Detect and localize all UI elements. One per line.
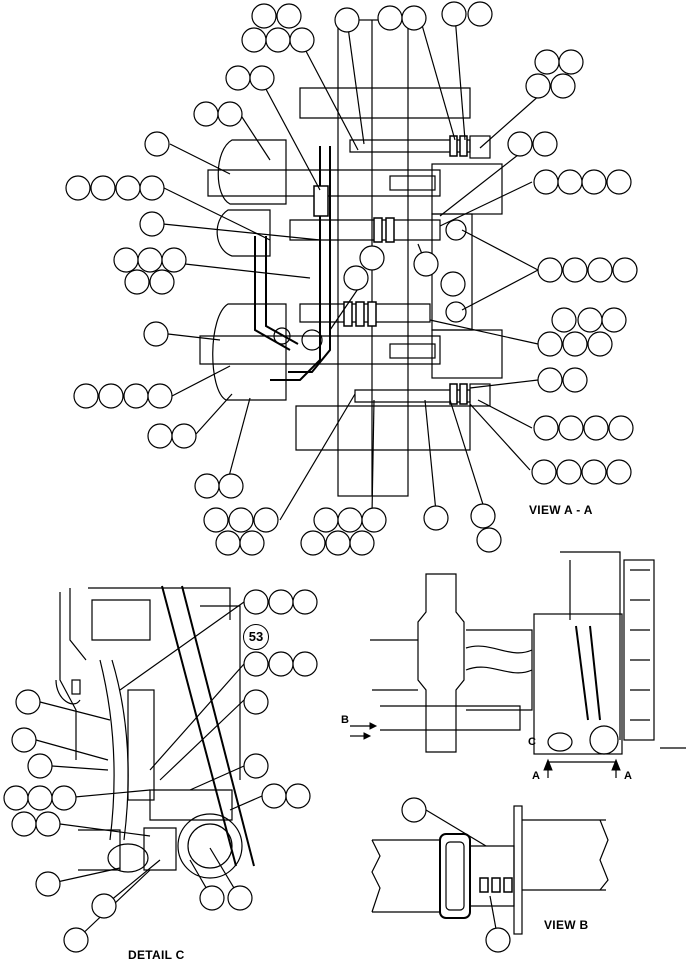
section-marker-a-right: A — [624, 770, 632, 782]
view-marker-b: B — [341, 714, 349, 726]
view-aa-drawing — [199, 19, 503, 497]
view-b-drawing — [371, 805, 609, 941]
view-aa-bubbles — [65, 1, 638, 556]
side-view-drawing — [350, 551, 686, 778]
section-marker-a-left: A — [532, 770, 540, 782]
callout-53: 53 — [243, 624, 269, 650]
detail-c-drawing — [55, 585, 255, 879]
detail-marker-c: C — [528, 736, 536, 748]
view-b-bubbles — [401, 797, 511, 953]
view-b-title: VIEW B — [544, 918, 589, 932]
detail-c-bubbles — [3, 589, 318, 953]
view-aa-title: VIEW A - A — [529, 503, 593, 517]
detail-c-leaders — [35, 601, 263, 941]
detail-c-title: DETAIL C — [128, 948, 185, 962]
view-aa-leaders — [162, 15, 551, 521]
